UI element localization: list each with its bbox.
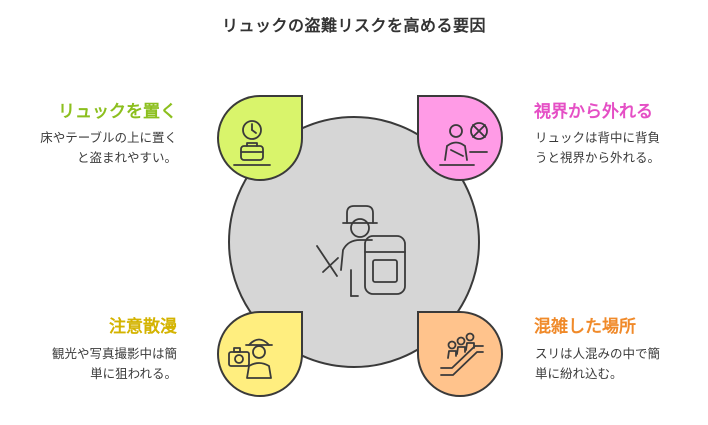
petal-top-right xyxy=(417,95,503,181)
desc-bottom-left: 観光や写真撮影中は簡 単に狙われる。 xyxy=(52,344,177,384)
diagram-title: リュックの盗難リスクを高める要因 xyxy=(221,16,486,35)
petal-top-left xyxy=(217,95,303,181)
petal-bottom-right xyxy=(417,311,503,397)
desc-top-left: 床やテーブルの上に置く と盗まれやすい。 xyxy=(40,128,177,168)
desc-bottom-right-line1: スリは人混みの中で簡 xyxy=(535,346,661,361)
petal-bottom-left xyxy=(217,311,303,397)
heading-top-right: 視界から外れる xyxy=(534,102,653,122)
heading-bottom-right: 混雑した場所 xyxy=(534,317,636,337)
desc-top-left-line1: 床やテーブルの上に置く xyxy=(40,130,177,145)
center-circle xyxy=(228,116,480,368)
heading-top-left: リュックを置く xyxy=(58,102,177,122)
tourist-camera-icon xyxy=(228,338,273,379)
person-with-blocked-view-icon xyxy=(439,122,488,166)
desc-bottom-right: スリは人混みの中で簡 単に紛れ込む。 xyxy=(535,344,660,384)
desc-top-left-line2: と盗まれやすい。 xyxy=(76,150,177,165)
crowd-escalator-icon xyxy=(440,332,484,376)
desc-bottom-left-line1: 観光や写真撮影中は簡 xyxy=(51,346,177,361)
desc-bottom-right-line2: 単に紛れ込む。 xyxy=(535,366,623,381)
desc-top-right: リュックは背中に背負 うと視界から外れる。 xyxy=(535,128,660,168)
person-with-backpack-icon xyxy=(316,205,406,297)
desc-top-right-line1: リュックは背中に背負 xyxy=(535,130,661,145)
desc-top-right-line2: うと視界から外れる。 xyxy=(535,150,661,165)
clock-and-bag-icon xyxy=(233,120,271,166)
heading-bottom-left: 注意散漫 xyxy=(109,317,177,337)
desc-bottom-left-line2: 単に狙われる。 xyxy=(90,366,177,381)
